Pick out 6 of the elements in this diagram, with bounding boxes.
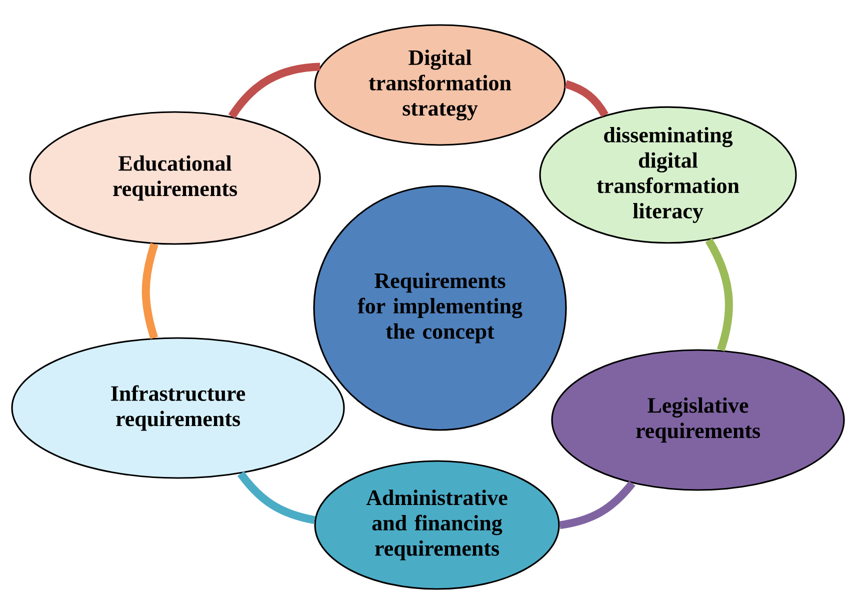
ring-segment bbox=[564, 80, 608, 118]
ring-segment bbox=[705, 238, 733, 352]
ring-segment bbox=[238, 471, 316, 524]
ring-segment bbox=[559, 480, 636, 530]
ring-segment bbox=[228, 62, 320, 119]
ring-segment bbox=[142, 242, 158, 340]
